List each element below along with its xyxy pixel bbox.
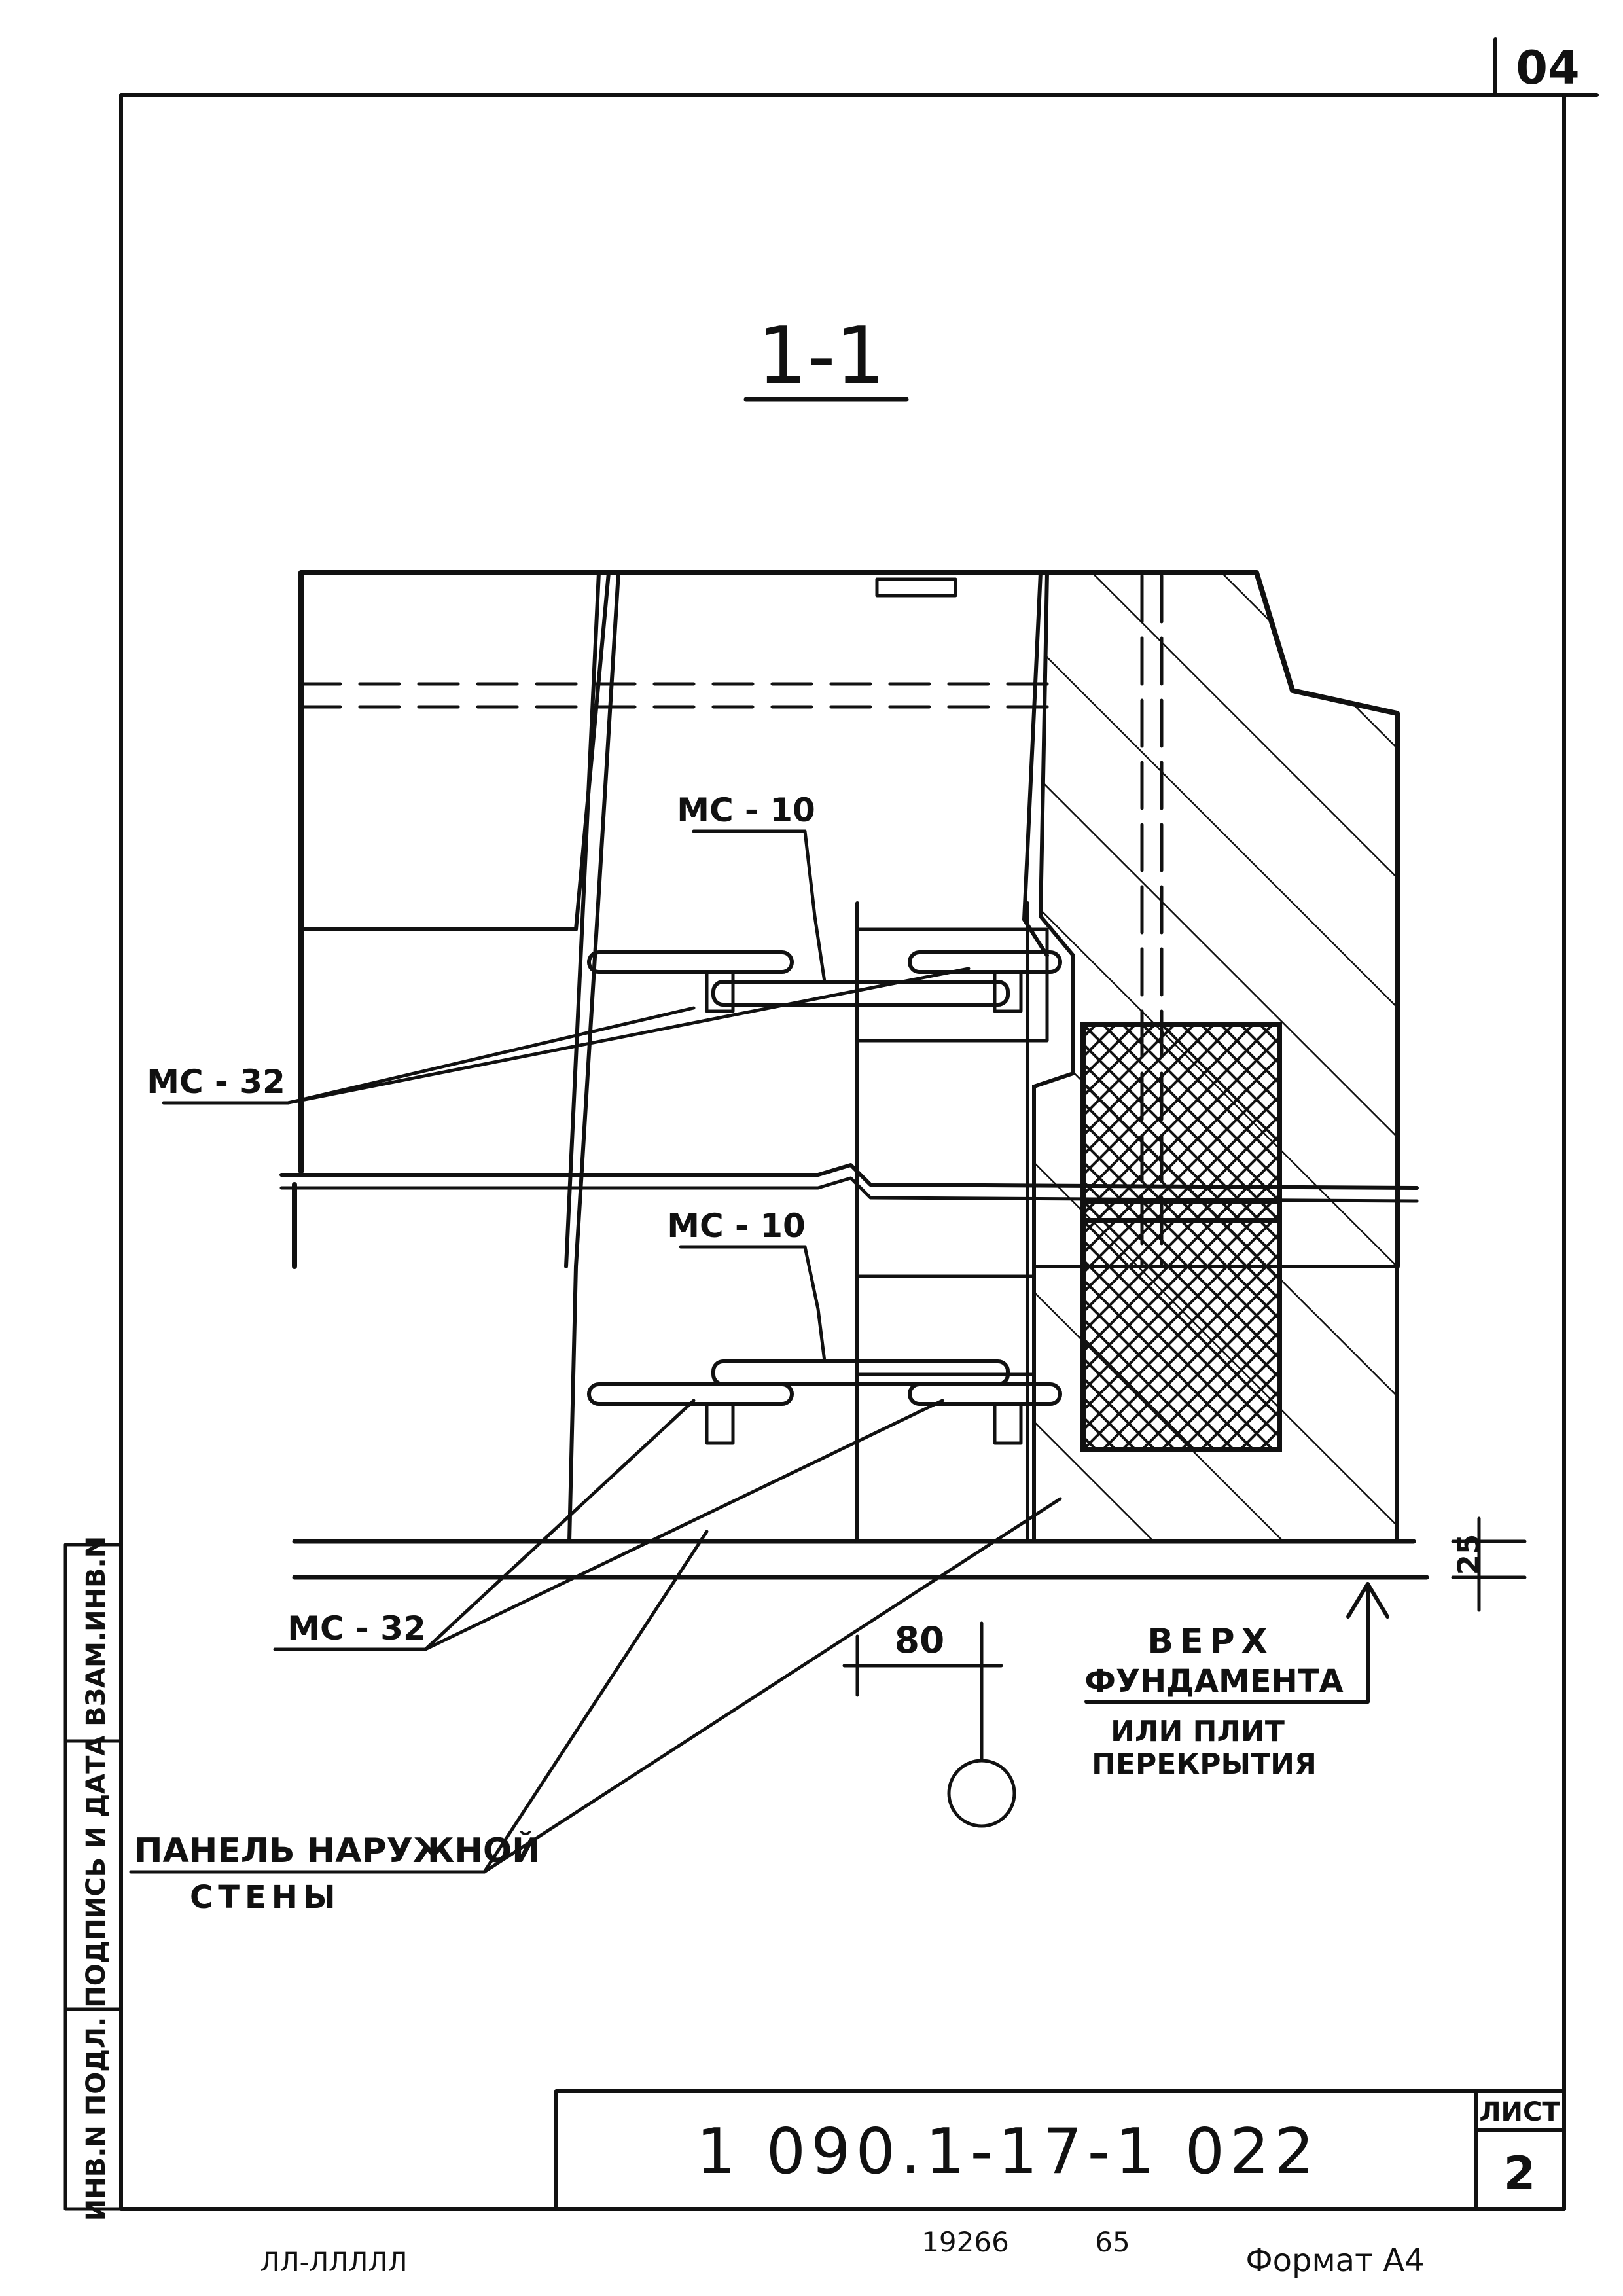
label-mc32-bottom: МС - 32	[287, 1609, 426, 1647]
title-block	[554, 2089, 1566, 2211]
page-corner-number: 04	[1516, 41, 1579, 95]
label-top-line2: ФУНДАМЕНТА	[1084, 1663, 1343, 1700]
foundation-top-line	[292, 1198, 1429, 1580]
dimension-80	[842, 1621, 1016, 1828]
footer-number-a: 19266	[921, 2226, 1009, 2258]
label-top-line1: ВЕРХ	[1147, 1622, 1274, 1661]
side-stamp: ИНВ.N ПОДЛ. ПОДПИСЬ И ДАТА ВЗАМ.ИНВ.N	[63, 1536, 123, 2221]
side-stamp-text: ИНВ.N ПОДЛ. ПОДПИСЬ И ДАТА ВЗАМ.ИНВ.N	[81, 1536, 111, 2221]
drawing-code: 1 090.1-17-1 022	[696, 2116, 1319, 2188]
dimension-80-label: 80	[895, 1619, 945, 1661]
dimension-25	[1451, 1516, 1527, 1612]
connector-mc10-upper	[711, 927, 1049, 1043]
label-mc32-top: МС - 32	[147, 1063, 285, 1101]
label-panel-line1: ПАНЕЛЬ НАРУЖНОЙ	[134, 1831, 541, 1871]
sheet-number: 2	[1504, 2147, 1536, 2200]
label-top-line3: ИЛИ ПЛИТ	[1111, 1715, 1285, 1748]
footer-format: Формат А4	[1245, 2242, 1424, 2279]
footer-number-b: 65	[1095, 2226, 1130, 2258]
footer-left-text: ЛЛ-ЛЛЛЛЛ	[260, 2248, 408, 2278]
connector-mc10-lower	[711, 1274, 1036, 1386]
insulation-layer	[1080, 1022, 1282, 1223]
label-mc10-bottom: МС - 10	[667, 1207, 806, 1245]
break-line	[279, 1163, 1419, 1203]
label-panel-line2: СТЕНЫ	[190, 1879, 341, 1916]
sheet-label: ЛИСТ	[1479, 2097, 1560, 2127]
label-mc10-top: МС - 10	[677, 791, 815, 829]
leader-lines	[129, 829, 1389, 1874]
dimension-25-label: 25	[1452, 1534, 1486, 1575]
connector-mc32-upper	[587, 950, 1062, 1013]
section-title: 1-1	[757, 311, 885, 402]
label-top-line4: ПЕРЕКРЫТИЯ	[1092, 1748, 1317, 1781]
